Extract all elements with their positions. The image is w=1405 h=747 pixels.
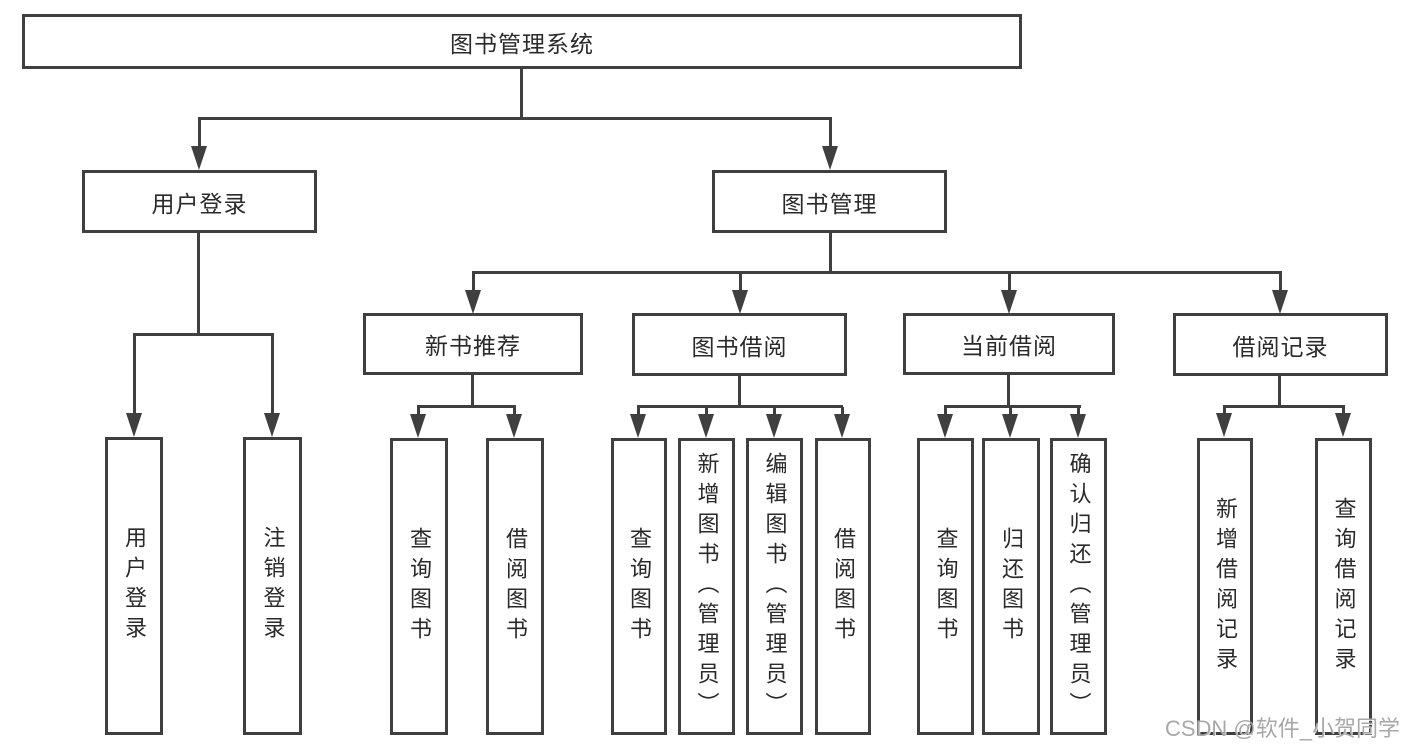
leaf-current-return-label: 归还图书 [999, 526, 1024, 647]
edge-user-login-drop [197, 232, 200, 336]
arrowhead-cb-confirm [1070, 414, 1086, 438]
arrowhead-cb-query [937, 414, 953, 438]
edge-level2-rail [198, 117, 832, 120]
node-book-mgmt-label: 图书管理 [781, 190, 878, 217]
arrowhead-borrow-records [1272, 290, 1288, 314]
edge-new-book-rec-drop [471, 374, 474, 408]
node-borrow-records: 借阅记录 [1173, 313, 1388, 376]
edge-cb-query-stub [944, 407, 947, 416]
arrowhead-rec-add [1216, 413, 1232, 437]
edge-new-book-rec-stub [472, 273, 475, 292]
node-borrow-records-label: 借阅记录 [1232, 333, 1329, 360]
arrowhead-cb-return [1002, 414, 1018, 438]
edge-bb-borrow-stub [841, 407, 844, 416]
edge-current-borrow-stub [1008, 273, 1011, 292]
leaf-borrow-query-label: 查询图书 [627, 526, 652, 647]
edge-leaf-login-stub [133, 335, 136, 413]
node-new-book-rec: 新书推荐 [363, 313, 583, 375]
edge-nb-borrow-stub [513, 407, 516, 416]
arrowhead-leaf-login [126, 413, 142, 437]
edge-book-borrow-rail [637, 405, 843, 408]
leaf-borrow-edit-admin-label: 编辑图书（管理员） [762, 451, 788, 722]
arrowhead-bb-add [698, 414, 714, 438]
edge-bb-edit-stub [773, 407, 776, 416]
node-current-borrow-label: 当前借阅 [961, 333, 1057, 359]
edge-rec-query-stub [1342, 407, 1345, 415]
node-root-label: 图书管理系统 [450, 30, 594, 57]
leaf-current-confirm-admin-label: 确认归还（管理员） [1066, 451, 1092, 722]
edge-borrow-records-rail [1223, 405, 1345, 408]
leaf-borrow-edit-admin: 编辑图书（管理员） [746, 438, 803, 735]
node-current-borrow: 当前借阅 [903, 313, 1115, 375]
leaf-borrow-borrow: 借阅图书 [815, 438, 871, 735]
arrowhead-nb-query [410, 414, 426, 438]
node-book-borrow-label: 图书借阅 [691, 333, 788, 360]
node-root: 图书管理系统 [22, 14, 1022, 69]
arrowhead-rec-query [1335, 413, 1351, 437]
edge-current-borrow-drop [1007, 374, 1010, 407]
edge-leaf-logout-stub [271, 335, 274, 413]
leaf-current-return: 归还图书 [982, 438, 1040, 735]
arrowhead-bb-borrow [834, 414, 850, 438]
edge-borrow-records-drop [1278, 375, 1281, 407]
leaf-user-login-label: 用户登录 [122, 526, 147, 646]
node-user-login: 用户登录 [82, 170, 317, 233]
node-book-borrow: 图书借阅 [632, 313, 847, 376]
leaf-current-confirm-admin: 确认归还（管理员） [1050, 438, 1107, 735]
leaf-record-add: 新增借阅记录 [1197, 438, 1253, 735]
node-new-book-rec-label: 新书推荐 [425, 333, 521, 359]
leaf-current-query-label: 查询图书 [933, 526, 959, 647]
leaf-borrow-query: 查询图书 [611, 438, 667, 735]
edge-user-login-rail [133, 333, 274, 336]
edge-new-book-rec-rail [417, 405, 516, 408]
edge-level3-rail [472, 271, 1282, 274]
leaf-newbook-borrow-label: 借阅图书 [503, 526, 528, 647]
edge-bb-query-stub [637, 407, 640, 416]
edge-root-drop [520, 68, 523, 118]
edge-cb-return-stub [1009, 407, 1012, 416]
edge-nb-query-stub [417, 407, 420, 416]
arrowhead-bb-query [630, 414, 646, 438]
arrowhead-nb-borrow [506, 414, 522, 438]
watermark: CSDN @软件_小贺同学 [1164, 716, 1400, 741]
arrowhead-current-borrow [1001, 290, 1017, 314]
leaf-borrow-borrow-label: 借阅图书 [831, 526, 856, 647]
edge-bb-add-stub [705, 407, 708, 416]
edge-borrow-records-stub [1279, 273, 1282, 292]
edge-user-login-stub [198, 119, 201, 149]
leaf-newbook-borrow: 借阅图书 [486, 438, 544, 735]
node-user-login-label: 用户登录 [151, 190, 248, 217]
edge-cb-confirm-stub [1077, 407, 1080, 416]
leaf-user-login: 用户登录 [105, 437, 163, 735]
edge-book-borrow-stub [739, 273, 742, 292]
arrowhead-bb-edit [766, 414, 782, 438]
arrowhead-new-book-rec [465, 290, 481, 314]
leaf-record-query: 查询借阅记录 [1315, 438, 1372, 735]
leaf-logout: 注销登录 [243, 437, 302, 735]
arrowhead-leaf-logout [264, 413, 280, 437]
edge-book-mgmt-stub [829, 119, 832, 149]
leaf-record-add-label: 新增借阅记录 [1213, 496, 1238, 677]
leaf-borrow-add-admin-label: 新增图书（管理员） [694, 451, 720, 722]
edge-book-mgmt-drop [829, 232, 832, 274]
edge-current-borrow-rail [944, 405, 1081, 408]
arrowhead-user-login [191, 146, 207, 170]
leaf-borrow-add-admin: 新增图书（管理员） [678, 438, 735, 735]
arrowhead-book-mgmt [822, 146, 838, 170]
arrowhead-book-borrow [732, 290, 748, 314]
node-book-mgmt: 图书管理 [712, 170, 947, 233]
edge-book-borrow-drop [738, 375, 741, 407]
leaf-record-query-label: 查询借阅记录 [1331, 496, 1357, 677]
edge-rec-add-stub [1223, 407, 1226, 415]
leaf-newbook-query-label: 查询图书 [407, 526, 432, 647]
leaf-newbook-query: 查询图书 [390, 438, 448, 735]
leaf-logout-label: 注销登录 [260, 526, 286, 646]
leaf-current-query: 查询图书 [917, 438, 974, 735]
